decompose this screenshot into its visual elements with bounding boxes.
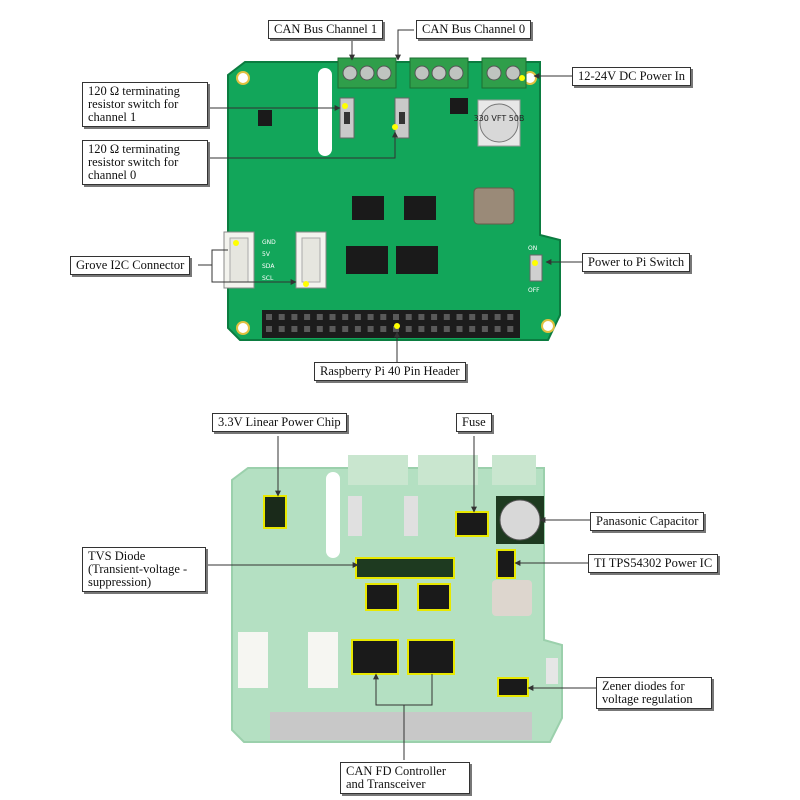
ti-power-ic (496, 549, 516, 579)
header-pin (443, 326, 450, 332)
mount-hole (236, 71, 250, 85)
grove-connector-left (223, 231, 255, 289)
callout-lines (198, 29, 596, 760)
header-pin (354, 326, 361, 332)
ic-chip (404, 196, 436, 220)
header-pin (342, 314, 349, 320)
header-pin (291, 326, 298, 332)
board-slot (318, 68, 332, 156)
header-pin (418, 314, 425, 320)
label-term-switch-ch0: 120 Ω terminating resistor switch for ch… (82, 140, 208, 185)
ic-chip (346, 246, 388, 274)
regulator-chip (258, 110, 272, 126)
header-pin (304, 326, 311, 332)
header-pin (418, 326, 425, 332)
ic-chip (396, 246, 438, 274)
terminal-block-power (481, 57, 527, 89)
header-pin (443, 314, 450, 320)
inductor (473, 187, 515, 225)
header-pin (367, 326, 374, 332)
header-pin (481, 326, 488, 332)
grove-connector-right (295, 231, 327, 289)
mount-hole (236, 321, 250, 335)
header-pin (393, 326, 399, 332)
header-pin (316, 314, 323, 320)
header-pin (380, 314, 387, 320)
label-pi-header: Raspberry Pi 40 Pin Header (314, 362, 466, 381)
label-power-in: 12-24V DC Power In (572, 67, 692, 86)
zener-diode (497, 677, 529, 697)
switch-off-label: OFF (528, 287, 540, 294)
label-power-to-pi: Power to Pi Switch (582, 253, 691, 272)
mount-hole (541, 319, 555, 333)
label-ti-power-ic: TI TPS54302 Power IC (588, 554, 719, 573)
header-pin (329, 326, 336, 332)
ic-chip (352, 196, 384, 220)
cap-marking: 330 VFT 50B (474, 114, 525, 123)
switch-on-label: ON (528, 245, 537, 252)
header-pin (494, 326, 501, 332)
can-fd-chip (407, 639, 455, 675)
capacitor-top: 330 VFT 50B (474, 99, 525, 147)
header-pin (405, 314, 412, 320)
label-can-bus-channel-0: CAN Bus Channel 0 (416, 20, 532, 39)
fuse (455, 511, 489, 537)
header-pin (431, 314, 438, 320)
terminal-block-ch0 (409, 57, 469, 89)
grove-pin-label: SCL (262, 275, 274, 282)
header-pin (342, 326, 349, 332)
grove-pin-label: SDA (262, 263, 275, 270)
grove-pin-label: GND (262, 239, 276, 246)
header-pin (431, 326, 438, 332)
panasonic-capacitor (496, 496, 544, 544)
header-pin (354, 314, 361, 320)
label-tvs-diode: TVS Diode (Transient-voltage -suppressio… (82, 547, 206, 592)
top-board: 330 VFT 50B GND 5V SDA SCL ON OFF (223, 57, 561, 341)
header-pin (507, 326, 514, 332)
bottom-board (231, 455, 563, 743)
header-pin (367, 314, 374, 320)
header-pin (507, 314, 514, 320)
linear-power-chip (263, 495, 287, 529)
can-fd-chip (351, 639, 399, 675)
power-switch (529, 254, 543, 282)
label-can-fd: CAN FD Controller and Transceiver (340, 762, 470, 794)
header-pin (304, 314, 311, 320)
header-pin (316, 326, 323, 332)
header-pin (278, 326, 285, 332)
header-pin (266, 326, 272, 332)
header-pin (469, 314, 476, 320)
terminal-block-ch1 (337, 57, 397, 89)
header-pin (494, 314, 501, 320)
header-pin (405, 326, 412, 332)
grove-pin-label: 5V (262, 251, 271, 258)
small-chip (450, 98, 468, 114)
label-fuse: Fuse (456, 413, 492, 432)
pi-40-pin-header (262, 310, 520, 338)
header-pin (456, 326, 463, 332)
label-grove-i2c: Grove I2C Connector (70, 256, 191, 275)
header-pin (329, 314, 336, 320)
label-panasonic-capacitor: Panasonic Capacitor (590, 512, 705, 531)
header-pin (469, 326, 476, 332)
header-pin (456, 314, 463, 320)
label-can-bus-channel-1: CAN Bus Channel 1 (268, 20, 384, 39)
header-pin (266, 314, 272, 320)
header-pin (481, 314, 488, 320)
tvs-diodes (355, 557, 455, 579)
header-pin (291, 314, 298, 320)
label-term-switch-ch1: 120 Ω terminating resistor switch for ch… (82, 82, 208, 127)
header-pin (278, 314, 285, 320)
header-pin (380, 326, 387, 332)
header-pin (393, 314, 399, 320)
label-linear-power-chip: 3.3V Linear Power Chip (212, 413, 347, 432)
label-zener-diodes: Zener diodes for voltage regulation (596, 677, 712, 709)
